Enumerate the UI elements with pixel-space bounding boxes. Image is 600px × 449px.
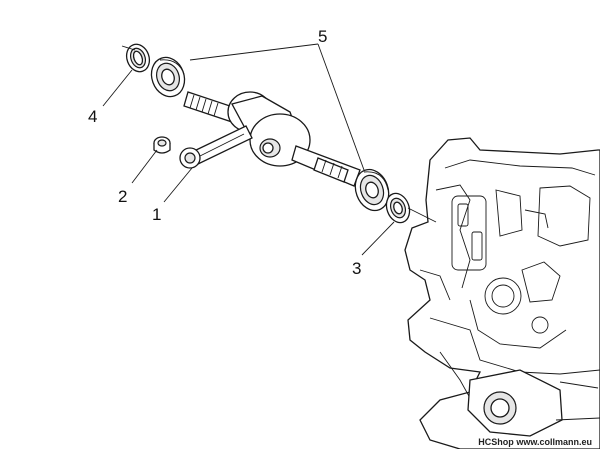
- callout-4: 4: [88, 107, 97, 126]
- leader-lines: [102, 43, 437, 256]
- shop-name: HCShop: [478, 437, 514, 447]
- oil-seal-right: [385, 192, 411, 224]
- main-bearing-right: [354, 168, 390, 212]
- small-end-bearing: [153, 136, 171, 154]
- callout-5: 5: [318, 27, 327, 46]
- shop-site: www.collmann.eu: [516, 437, 592, 447]
- watermark-credit: HCShop www.collmann.eu: [478, 437, 592, 447]
- callout-1: 1: [152, 205, 161, 224]
- main-bearing-left: [150, 56, 186, 98]
- crankcase-half: [404, 137, 600, 449]
- oil-seal-left: [125, 43, 151, 73]
- callout-3: 3: [352, 259, 361, 278]
- connecting-rod: [179, 125, 253, 169]
- crankshaft: [183, 91, 361, 187]
- callout-2: 2: [118, 187, 127, 206]
